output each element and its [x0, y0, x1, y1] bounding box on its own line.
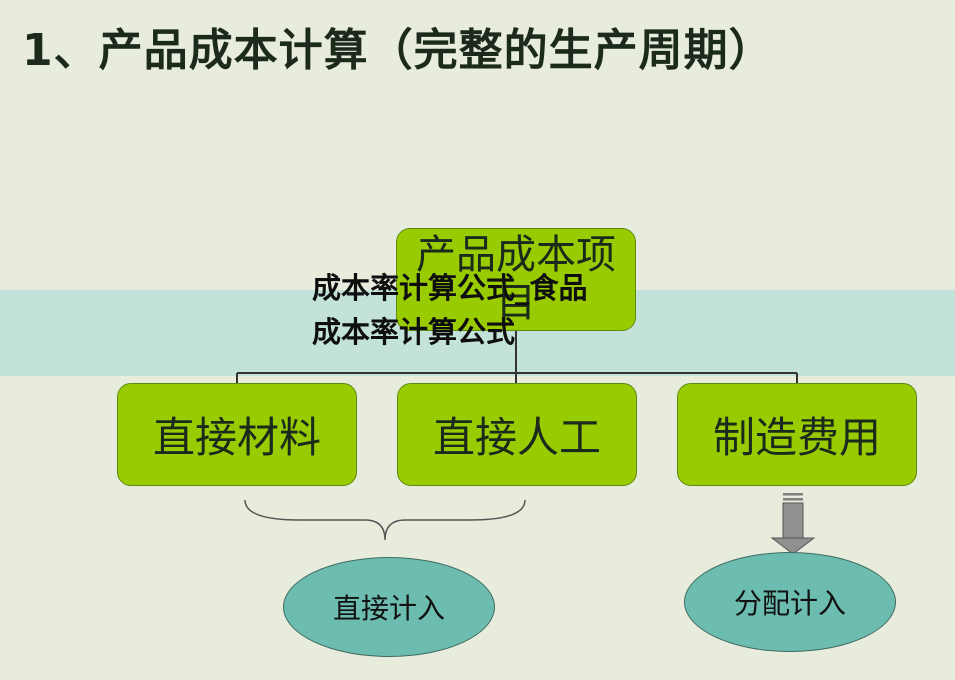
node-manufacturing-overhead: 制造费用	[677, 383, 917, 486]
overlay-caption: 成本率计算公式_食品 成本率计算公式	[312, 266, 662, 354]
brace-icon	[244, 499, 526, 541]
node-direct-labor: 直接人工	[397, 383, 637, 486]
root-node-label: 产品成本项目	[416, 232, 616, 326]
outcome-direct-charge: 直接计入	[283, 557, 495, 657]
overlay-line-2: 成本率计算公式	[312, 315, 516, 349]
node-direct-materials: 直接材料	[117, 383, 357, 486]
root-node: 产品成本项目	[396, 228, 636, 331]
outcome-allocated-charge: 分配计入	[684, 552, 896, 652]
down-arrow-icon	[770, 493, 816, 555]
overlay-line-1: 成本率计算公式_食品	[312, 271, 588, 305]
slide-title: 1、产品成本计算（完整的生产周期）	[22, 25, 774, 76]
